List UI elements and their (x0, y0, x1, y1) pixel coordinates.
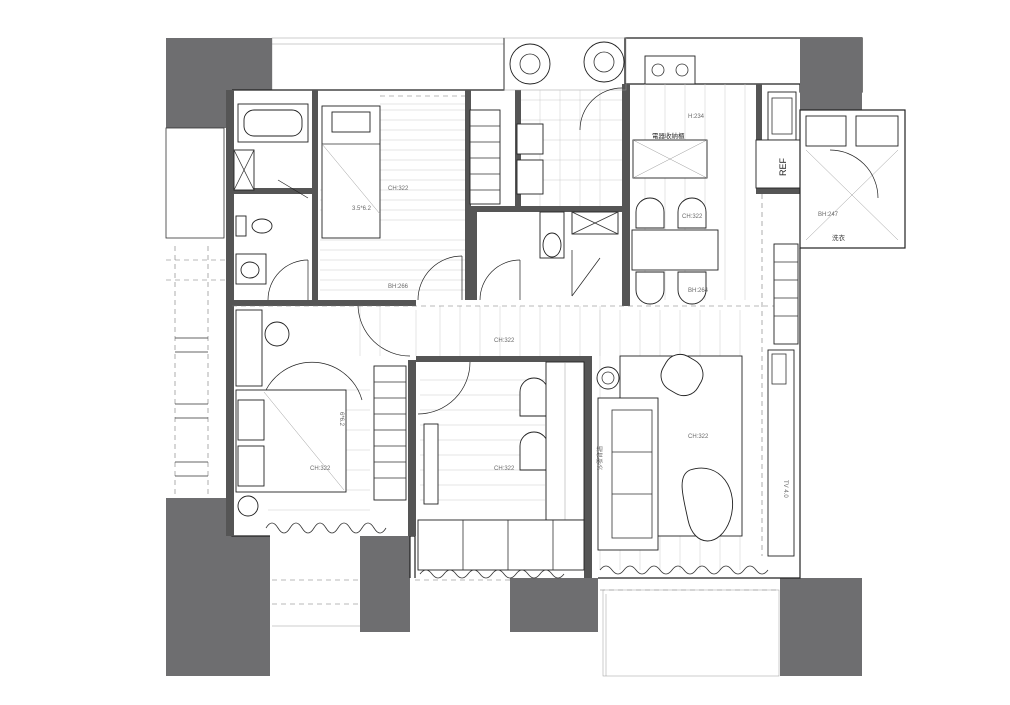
dining-area: CH:322 BH:264 (631, 194, 763, 556)
stove-icon (644, 55, 696, 85)
sink-icon (767, 91, 797, 141)
curtain-icon (265, 522, 387, 534)
door-swing-icon (579, 87, 623, 131)
bathroom-middle (479, 211, 619, 301)
floor-planks (420, 379, 545, 501)
nightstand-icon (237, 495, 259, 517)
plant-icon (509, 43, 551, 85)
chair-icon (635, 197, 665, 229)
curtain-icon (599, 565, 769, 575)
bathroom-left (233, 103, 309, 301)
pillow (237, 399, 265, 441)
chair-icon (519, 377, 549, 417)
coffee-table (681, 467, 734, 542)
sofa (597, 397, 659, 551)
chair-icon (635, 271, 665, 305)
watermark: 家居室內裝修 (776, 680, 858, 695)
study-ceiling-label: CH:322 (494, 466, 515, 472)
hall-ceiling-label: CH:322 (494, 338, 515, 344)
study: CH:322 (417, 361, 585, 579)
pillow (331, 111, 371, 133)
beam-height-label: BH:266 (388, 284, 409, 290)
door-swing-icon (479, 259, 521, 301)
living-ceiling-label: CH:322 (688, 434, 709, 440)
shoe-cabinet (773, 243, 799, 345)
hallway: CH:322 (232, 305, 800, 387)
window-markers (175, 337, 208, 477)
door-swing-icon (357, 305, 411, 357)
master-bedroom: CH:322 6*6.2 (235, 362, 407, 534)
cabinet (855, 115, 899, 147)
door-swing-icon (267, 259, 309, 301)
sofa-wall-label: 沙發背牆 (596, 446, 604, 470)
dryer-icon (516, 159, 544, 195)
washer-icon (805, 115, 847, 147)
shelf (423, 423, 439, 505)
toilet-icon (251, 218, 273, 234)
dining-table (631, 229, 719, 271)
ceiling-height-label: CH:322 (388, 186, 409, 192)
dining-beam-label: BH:264 (688, 288, 709, 294)
chair-icon (677, 197, 707, 229)
door-swing-icon (417, 255, 463, 301)
chair-icon (519, 431, 549, 471)
door-swing-icon (261, 362, 363, 401)
kitchen: REF H:234 電器收納櫃 (632, 55, 801, 300)
kitchen-ceiling-label: H:234 (688, 114, 705, 120)
armchair-icon (660, 353, 704, 397)
island-label: 電器收納櫃 (652, 131, 685, 140)
bed-size-label: 3.5*6.2 (352, 206, 372, 212)
curtain-icon (419, 569, 565, 579)
chair-icon (677, 271, 707, 305)
living-room: CH:322 沙發背牆 TV 4.0 (596, 243, 799, 575)
bedroom-top: CH:322 3.5*6.2 BH:266 (320, 95, 501, 301)
fridge-label: REF (778, 157, 788, 176)
cabinet (235, 309, 263, 387)
laundry-area: BH:247 洗衣 (799, 109, 906, 249)
master-bed-label: 6*6.2 (338, 412, 344, 427)
laundry-label: 洗衣 (832, 233, 846, 242)
wardrobe (373, 365, 407, 501)
dining-ceiling-label: CH:322 (682, 214, 703, 220)
pillow (237, 445, 265, 487)
door-swing-icon (829, 149, 879, 199)
washer-icon (516, 123, 544, 155)
plant-icon (264, 321, 290, 347)
laundry-beam-label: BH:247 (818, 212, 839, 218)
door-swing-icon (417, 361, 471, 415)
master-ceiling-label: CH:322 (310, 466, 331, 472)
planter-area (503, 37, 627, 206)
side-table-icon (596, 366, 620, 390)
tv-label: TV 4.0 (782, 480, 788, 498)
plant-icon (583, 41, 625, 83)
daybed (417, 519, 585, 571)
